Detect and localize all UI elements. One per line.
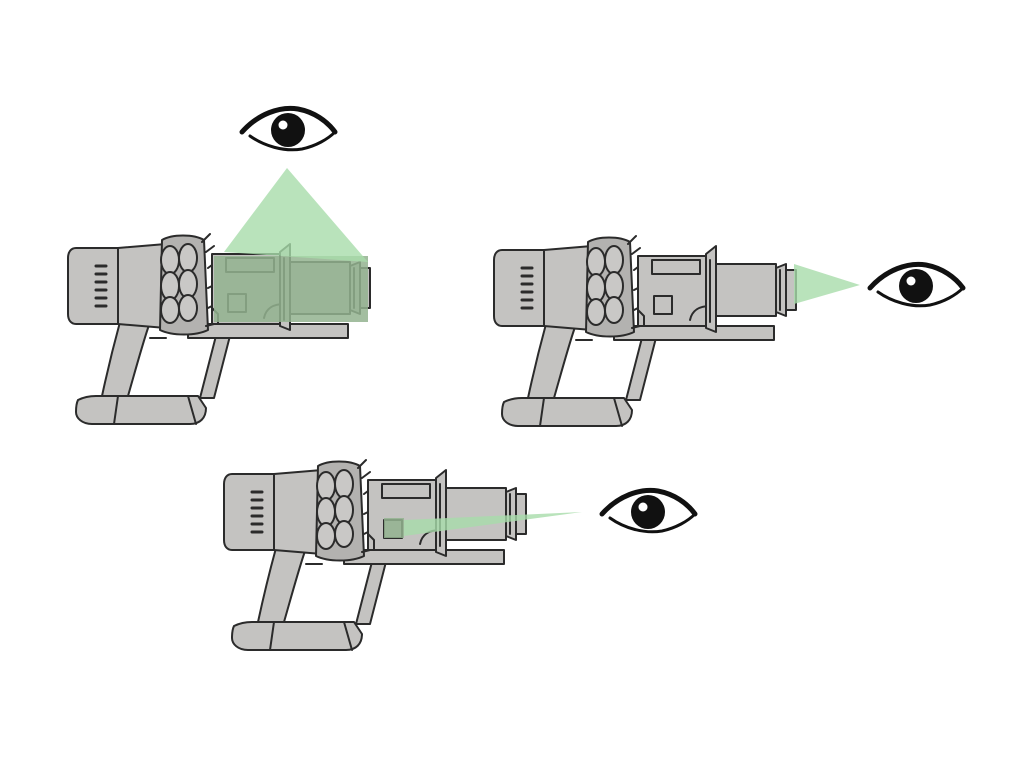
- highlighted-window: [384, 518, 404, 538]
- eye-icon-end: [870, 264, 963, 307]
- view-end: [494, 236, 796, 426]
- view-angled: [224, 460, 526, 650]
- sight-beam-end: [794, 264, 860, 304]
- eye-icon-top: [242, 108, 335, 151]
- eye-icon-angled: [602, 490, 695, 533]
- sight-beam-top: [224, 168, 368, 262]
- sight-beam-angled: [404, 512, 582, 536]
- view-top: [68, 234, 370, 424]
- highlighted-bin: [214, 256, 368, 322]
